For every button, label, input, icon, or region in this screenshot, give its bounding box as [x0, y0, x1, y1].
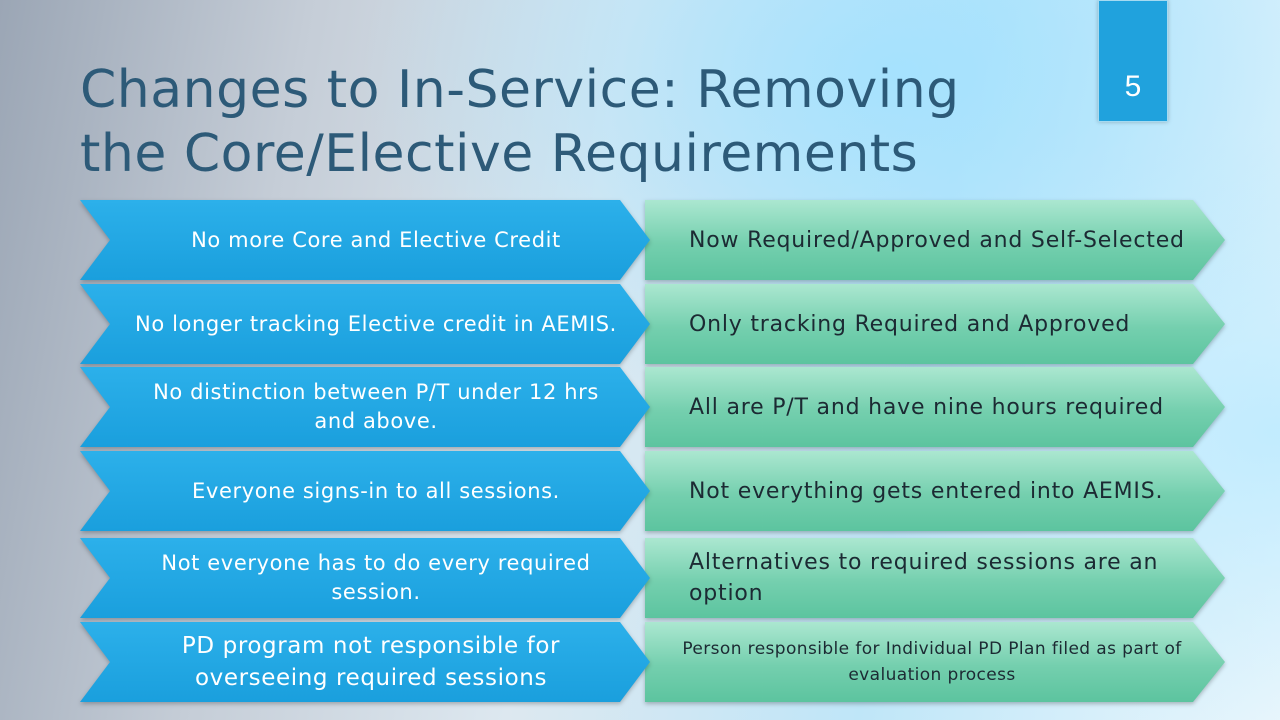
left-chevron-text: No longer tracking Elective credit in AE… — [135, 311, 617, 336]
slide-title: Changes to In-Service: Removing the Core… — [80, 60, 960, 184]
right-chevron: Not everything gets entered into AEMIS. — [645, 451, 1225, 531]
right-chevron-text: Now Required/Approved and Self-Selected — [689, 227, 1185, 253]
list-item: All are P/T and have nine hours required… — [0, 367, 1280, 447]
left-chevron: No distinction between P/T under 12 hrs … — [80, 367, 650, 447]
list-item: Only tracking Required and Approved No l… — [0, 284, 1280, 364]
left-chevron-text: Not everyone has to do every required se… — [161, 551, 591, 604]
left-chevron: Not everyone has to do every required se… — [80, 538, 650, 618]
right-chevron-text: Person responsible for Individual PD Pla… — [682, 639, 1182, 685]
left-chevron: No longer tracking Elective credit in AE… — [80, 284, 650, 364]
right-chevron-text: Only tracking Required and Approved — [689, 311, 1131, 337]
list-item: Alternatives to required sessions are an… — [0, 538, 1280, 618]
list-item: Now Required/Approved and Self-Selected … — [0, 200, 1280, 280]
right-chevron: Alternatives to required sessions are an… — [645, 538, 1225, 618]
list-item: Not everything gets entered into AEMIS. … — [0, 451, 1280, 531]
right-chevron-text: Not everything gets entered into AEMIS. — [689, 478, 1164, 504]
right-chevron-text: Alternatives to required sessions are an… — [689, 550, 1159, 606]
list-item: Person responsible for Individual PD Pla… — [0, 622, 1280, 702]
right-chevron: Person responsible for Individual PD Pla… — [645, 622, 1225, 702]
right-chevron-text: All are P/T and have nine hours required — [689, 394, 1164, 420]
left-chevron-text: PD program not responsible for overseein… — [181, 633, 561, 691]
slide-number: 5 — [1098, 0, 1168, 122]
left-chevron-text: No more Core and Elective Credit — [191, 227, 561, 252]
left-chevron-text: Everyone signs-in to all sessions. — [192, 478, 560, 503]
right-chevron: Now Required/Approved and Self-Selected — [645, 200, 1225, 280]
left-chevron: No more Core and Elective Credit — [80, 200, 650, 280]
right-chevron: Only tracking Required and Approved — [645, 284, 1225, 364]
left-chevron: Everyone signs-in to all sessions. — [80, 451, 650, 531]
left-chevron-text: No distinction between P/T under 12 hrs … — [153, 380, 599, 433]
right-chevron: All are P/T and have nine hours required — [645, 367, 1225, 447]
left-chevron: PD program not responsible for overseein… — [80, 622, 650, 702]
